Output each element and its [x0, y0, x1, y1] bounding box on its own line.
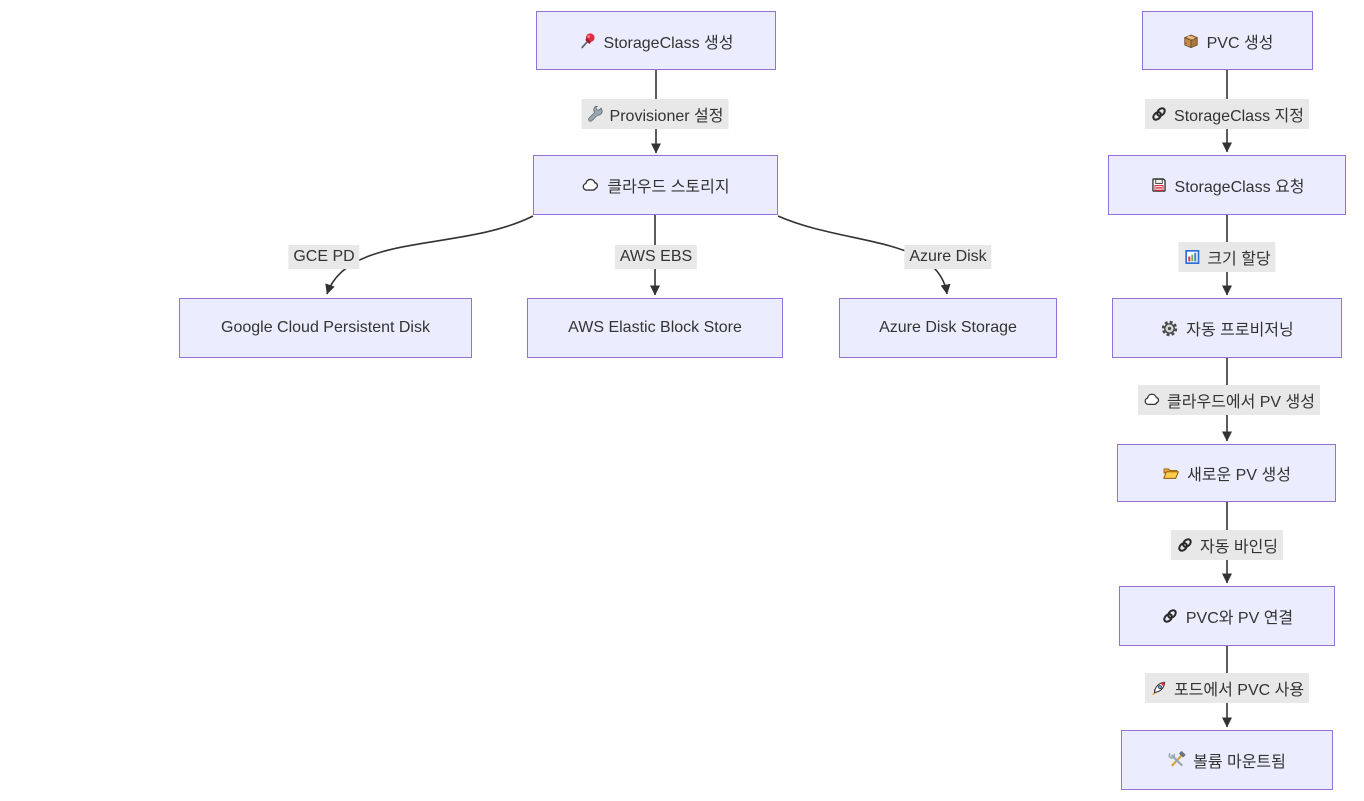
- node-storageclass-create: StorageClass 생성: [536, 11, 776, 70]
- link-icon: [1150, 105, 1168, 123]
- gear-icon: [1160, 319, 1179, 338]
- edge-label-text: Azure Disk: [909, 248, 987, 265]
- edge-label-text: 자동 바인딩: [1199, 539, 1279, 556]
- edge-label-text: 클라우드에서 PV 생성: [1167, 394, 1315, 411]
- node-label: PVC와 PV 연결: [1185, 610, 1294, 627]
- node-google-cloud-persistent-disk: Google Cloud Persistent Disk: [179, 298, 472, 358]
- node-label: PVC 생성: [1206, 34, 1274, 52]
- edge-label-azure-disk: Azure Disk: [904, 245, 992, 269]
- node-label: Google Cloud Persistent Disk: [221, 319, 430, 336]
- node-label: StorageClass 요청: [1174, 179, 1305, 196]
- wrench-icon: [587, 105, 604, 123]
- edge-label-text: 포드에서 PVC 사용: [1173, 682, 1305, 699]
- edge-label-auto-binding: 자동 바인딩: [1170, 530, 1284, 560]
- node-label: AWS Elastic Block Store: [568, 319, 742, 336]
- node-auto-provisioning: 자동 프로비저닝: [1112, 298, 1342, 358]
- node-aws-elastic-block-store: AWS Elastic Block Store: [527, 298, 783, 358]
- edge-label-storageclass-assign: StorageClass 지정: [1145, 99, 1309, 129]
- rocket-icon: [1150, 679, 1168, 697]
- cloud-icon: [581, 176, 600, 195]
- node-label: StorageClass 생성: [603, 34, 734, 52]
- edge-label-gce-pd: GCE PD: [288, 245, 360, 269]
- edge-label-text: 크기 할당: [1207, 251, 1271, 268]
- node-pvc-create: PVC 생성: [1142, 11, 1313, 70]
- link-icon: [1161, 607, 1179, 625]
- edge-cloud-to-azure: [777, 215, 951, 295]
- cloud-icon: [1143, 391, 1161, 409]
- pushpin-icon: [579, 32, 597, 50]
- node-label: 새로운 PV 생성: [1187, 467, 1291, 484]
- edge-label-provisioner: Provisioner 설정: [581, 99, 729, 129]
- node-label: 자동 프로비저닝: [1186, 322, 1294, 339]
- node-volume-mounted: 볼륨 마운트됨: [1121, 730, 1333, 790]
- edge-label-size-alloc: 크기 할당: [1178, 242, 1276, 272]
- edge-label-text: StorageClass 지정: [1174, 108, 1304, 125]
- node-azure-disk-storage: Azure Disk Storage: [839, 298, 1057, 358]
- node-label: 볼륨 마운트됨: [1193, 754, 1286, 771]
- edge-label-cloud-pv-create: 클라우드에서 PV 생성: [1138, 385, 1320, 415]
- floppy-disk-icon: [1150, 176, 1168, 194]
- node-label: Azure Disk Storage: [879, 319, 1017, 336]
- node-new-pv-create: 새로운 PV 생성: [1117, 444, 1336, 502]
- open-folder-icon: [1162, 464, 1180, 482]
- link-icon: [1176, 536, 1194, 554]
- node-storageclass-request: StorageClass 요청: [1108, 155, 1346, 215]
- edge-label-text: Provisioner 설정: [609, 108, 724, 125]
- edge-label-text: AWS EBS: [619, 248, 693, 265]
- edge-label-text: GCE PD: [293, 248, 355, 265]
- bar-chart-icon: [1183, 248, 1201, 266]
- hammer-wrench-icon: [1168, 751, 1186, 769]
- edge-label-aws-ebs: AWS EBS: [614, 245, 698, 269]
- node-cloud-storage: 클라우드 스토리지: [533, 155, 778, 215]
- edge-label-pod-use-pvc: 포드에서 PVC 사용: [1144, 673, 1310, 703]
- node-pvc-pv-link: PVC와 PV 연결: [1119, 586, 1335, 646]
- edge-cloud-to-gce: [325, 215, 534, 295]
- package-icon: [1182, 32, 1200, 50]
- node-label: 클라우드 스토리지: [607, 179, 730, 196]
